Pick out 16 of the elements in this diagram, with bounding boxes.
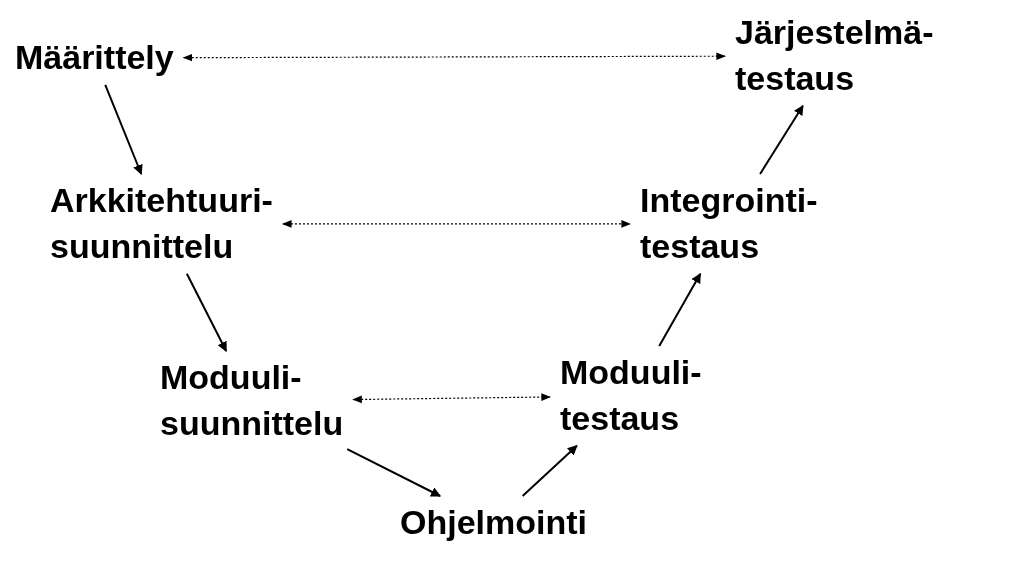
arrow — [281, 220, 631, 228]
arrow — [346, 448, 442, 497]
arrow — [521, 444, 578, 497]
stage-label: Arkkitehtuuri- suunnittelu — [50, 180, 273, 267]
arrow — [759, 104, 804, 175]
stage-label: Moduuli- suunnittelu — [160, 357, 344, 444]
stage-label: Integrointi- testaus — [640, 180, 818, 267]
arrow — [185, 272, 228, 352]
stage-label: Ohjelmointi — [400, 502, 587, 543]
stage-label: Määrittely — [15, 37, 174, 78]
arrow — [104, 83, 143, 175]
stage-label: Järjestelmä- testaus — [735, 12, 934, 99]
arrow — [182, 52, 726, 62]
arrow — [658, 272, 702, 347]
stage-label: Moduuli- testaus — [560, 352, 702, 439]
arrow — [352, 393, 551, 404]
